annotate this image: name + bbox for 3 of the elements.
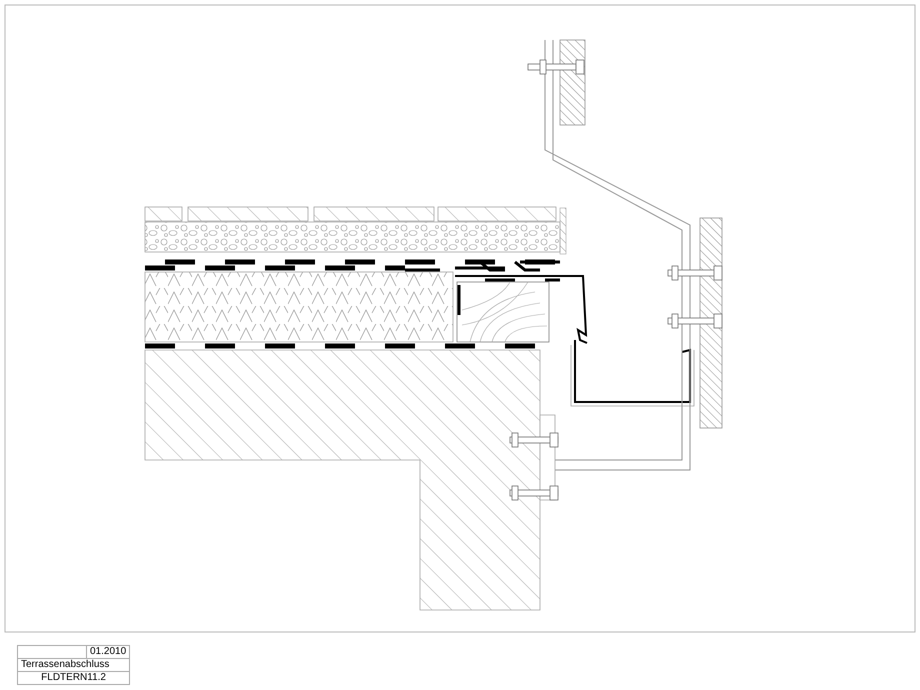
drawing-number: FLDTERN11.2 [18,672,130,684]
drawing-title: Terrassenabschluss [18,658,130,672]
date-text: 01.2010 [86,646,130,658]
